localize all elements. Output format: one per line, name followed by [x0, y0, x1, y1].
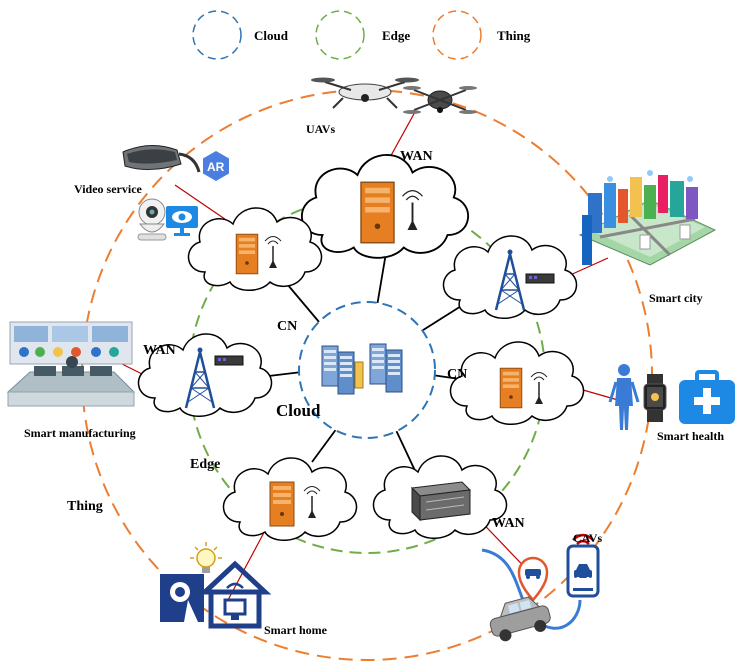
edge-node-right — [449, 341, 585, 426]
cn-label-right: CN — [447, 367, 467, 382]
smart-city-illustration — [578, 170, 717, 266]
cloud-ring — [298, 301, 436, 439]
drone-dark-icon — [403, 86, 477, 114]
legend-edge-label: Edge — [382, 28, 410, 43]
edge-server-icon — [235, 233, 259, 275]
uavs-group: UAVs — [306, 77, 477, 136]
legend-cloud-swatch — [192, 10, 242, 60]
legend-edge-swatch — [315, 10, 365, 60]
edge-node-bottom-left — [222, 457, 358, 542]
smartwatch-icon — [643, 374, 667, 422]
smart-city-group: Smart city — [578, 170, 717, 305]
edge-node-upper-left — [187, 207, 323, 292]
legend-cloud-label: Cloud — [254, 28, 289, 43]
video-service-label: Video service — [74, 182, 143, 196]
ar-headset-icon — [122, 145, 201, 173]
camera-robot-icon — [137, 198, 167, 241]
edge-node-bottom-right — [372, 455, 508, 540]
car-icon — [489, 596, 551, 642]
cloud-layer-label: Cloud — [276, 401, 321, 420]
legend-thing-swatch — [432, 10, 482, 60]
smart-city-label: Smart city — [649, 291, 703, 305]
thing-layer-label: Thing — [67, 499, 103, 514]
edge-server-icon — [499, 367, 523, 409]
edge-layer-label: Edge — [190, 457, 220, 472]
car-pin-icon — [517, 556, 549, 602]
control-room-illustration — [6, 321, 136, 407]
edge-node-top — [300, 154, 470, 259]
smart-home-group: Smart home — [160, 542, 328, 637]
medical-kit-icon — [679, 370, 735, 424]
human-body-icon — [608, 364, 640, 430]
cloud-server-rack-icon — [321, 343, 403, 395]
monitor-eye-icon — [166, 206, 198, 236]
edge-server-icon — [360, 181, 395, 244]
smart-manufacturing-group: Smart manufacturing — [6, 321, 136, 440]
wan-label-top: WAN — [400, 149, 433, 164]
cavs-group: CAVs — [481, 531, 602, 642]
smart-health-group: Smart health — [608, 364, 735, 443]
edge-server-icon — [269, 481, 295, 527]
video-service-group: AR Video service — [74, 145, 229, 241]
legend: Cloud Edge Thing — [192, 10, 531, 60]
wan-label-left: WAN — [143, 343, 176, 358]
smart-home-label: Smart home — [264, 623, 328, 637]
edge-node-upper-right — [442, 235, 578, 320]
ar-badge-label: AR — [207, 160, 225, 174]
legend-thing-label: Thing — [497, 28, 531, 43]
switch-icon — [525, 273, 555, 284]
cn-label-left: CN — [277, 319, 297, 334]
bulb-icon — [190, 542, 222, 573]
house-icon — [198, 560, 272, 629]
drone-white-icon — [311, 77, 419, 109]
smart-manufacturing-label: Smart manufacturing — [24, 426, 136, 440]
person-key-icon — [160, 574, 204, 622]
wan-label-bottom: WAN — [492, 516, 525, 531]
car-phone-icon — [566, 533, 600, 598]
central-cloud-node: Cloud — [276, 301, 436, 439]
switch-icon — [214, 355, 244, 366]
cavs-label: CAVs — [573, 531, 602, 545]
gateway-device-icon — [410, 481, 472, 522]
ar-badge-icon: AR — [203, 151, 229, 181]
uavs-label: UAVs — [306, 122, 335, 136]
smart-health-label: Smart health — [657, 429, 724, 443]
